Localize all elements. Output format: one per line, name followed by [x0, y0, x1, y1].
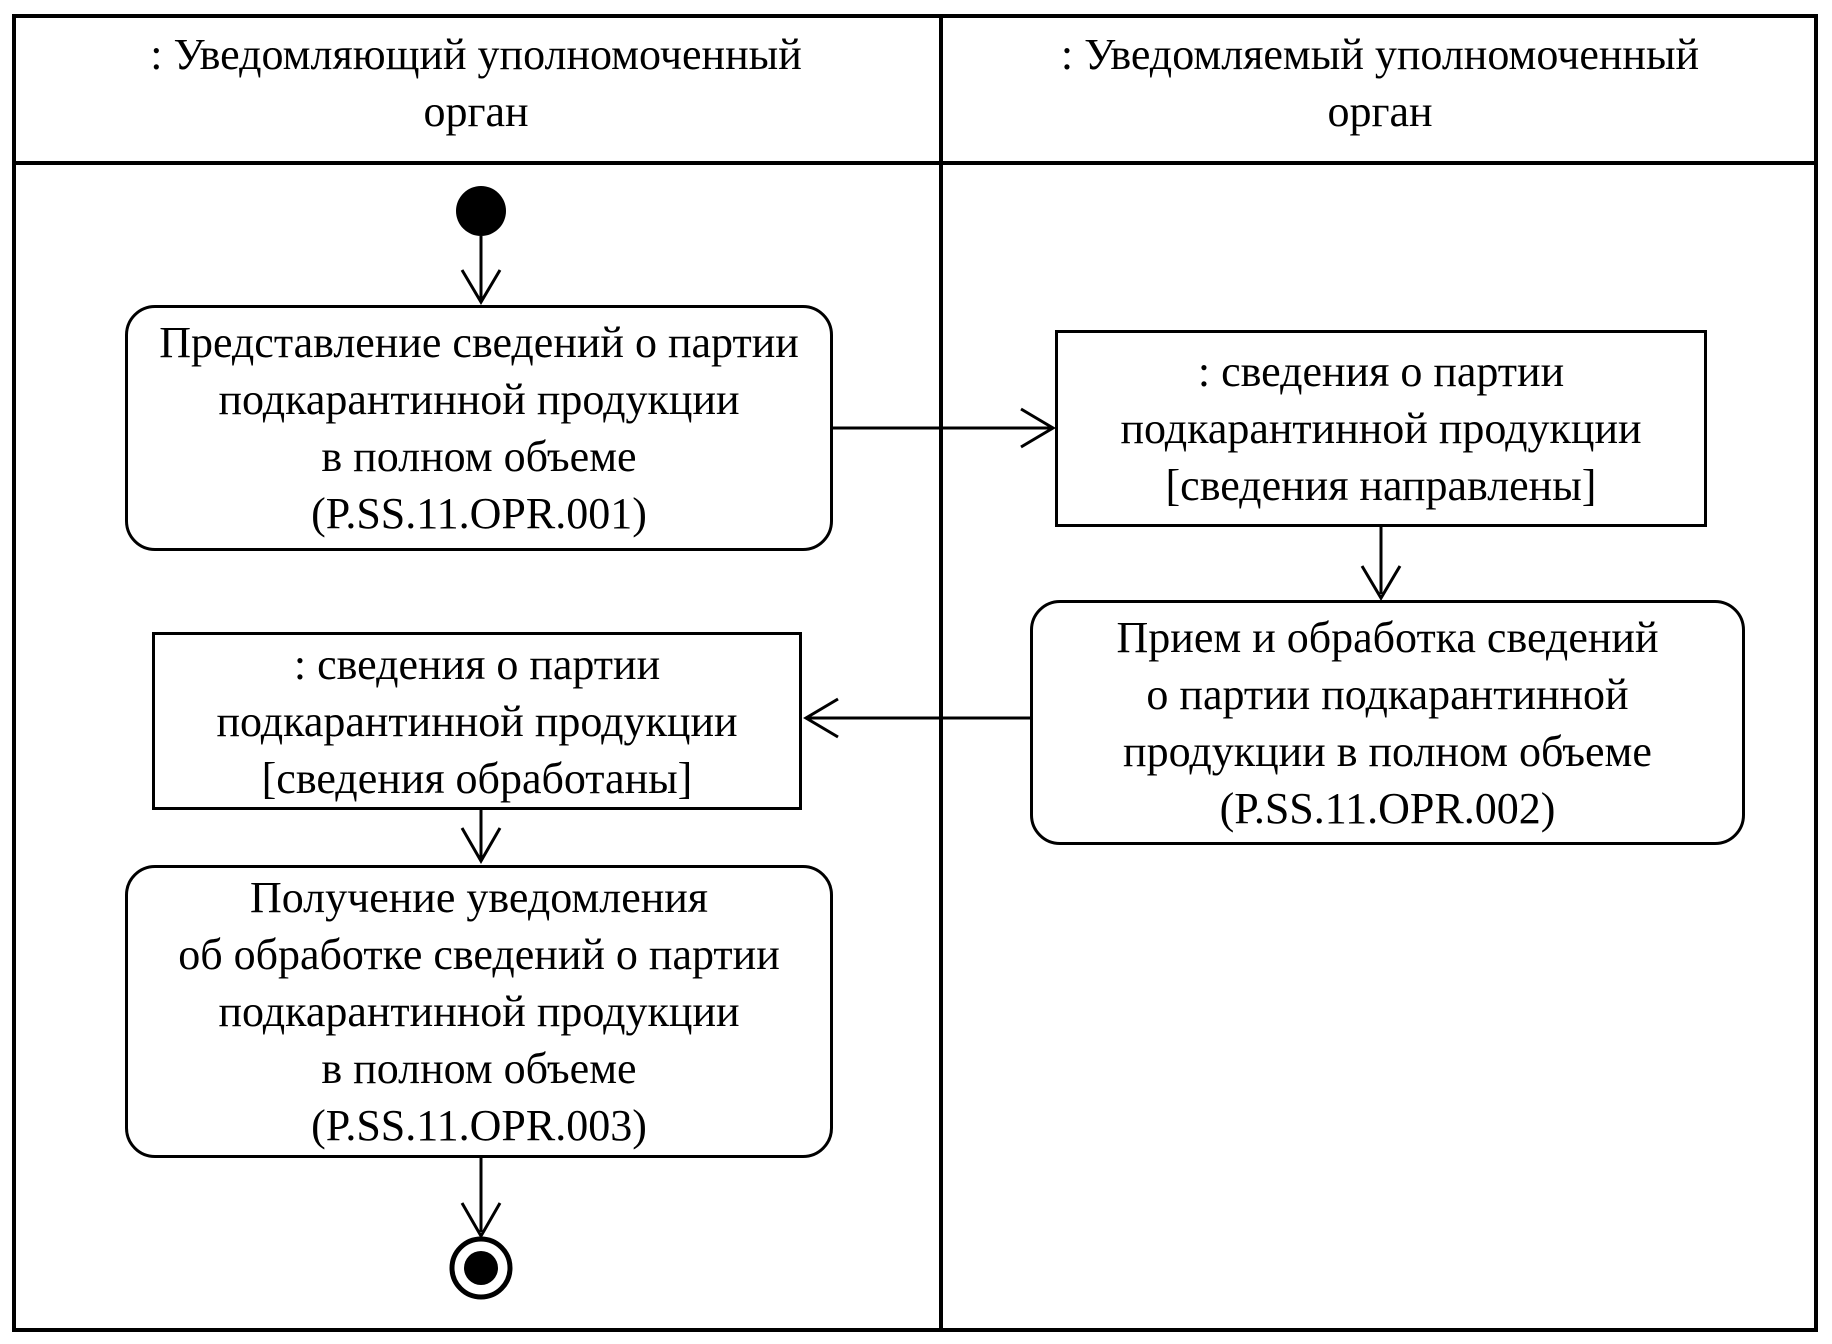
swimlane-divider	[939, 14, 943, 1332]
diagram-outer-border	[12, 14, 1818, 1332]
action-node-opr-001-label: Представление сведений о партии подкаран…	[159, 318, 799, 538]
action-node-opr-002: Прием и обработка сведений о партии подк…	[1030, 600, 1745, 845]
object-node-info-processed-label: : сведения о партии подкарантинной проду…	[216, 639, 738, 803]
action-node-opr-003-label: Получение уведомления об обработке сведе…	[178, 873, 780, 1150]
action-node-opr-003: Получение уведомления об обработке сведе…	[125, 865, 833, 1158]
lane-header-separator	[12, 161, 1818, 165]
object-node-info-sent-label: : сведения о партии подкарантинной проду…	[1120, 347, 1642, 510]
object-node-info-sent: : сведения о партии подкарантинной проду…	[1055, 330, 1707, 527]
lane-title-notified-body: : Уведомляемый уполномоченный орган	[1060, 30, 1700, 136]
action-node-opr-002-label: Прием и обработка сведений о партии подк…	[1116, 612, 1659, 833]
action-node-opr-001: Представление сведений о партии подкаран…	[125, 305, 833, 551]
object-node-info-processed: : сведения о партии подкарантинной проду…	[152, 632, 802, 810]
lane-title-notifying-body: : Уведомляющий уполномоченный орган	[150, 30, 802, 136]
